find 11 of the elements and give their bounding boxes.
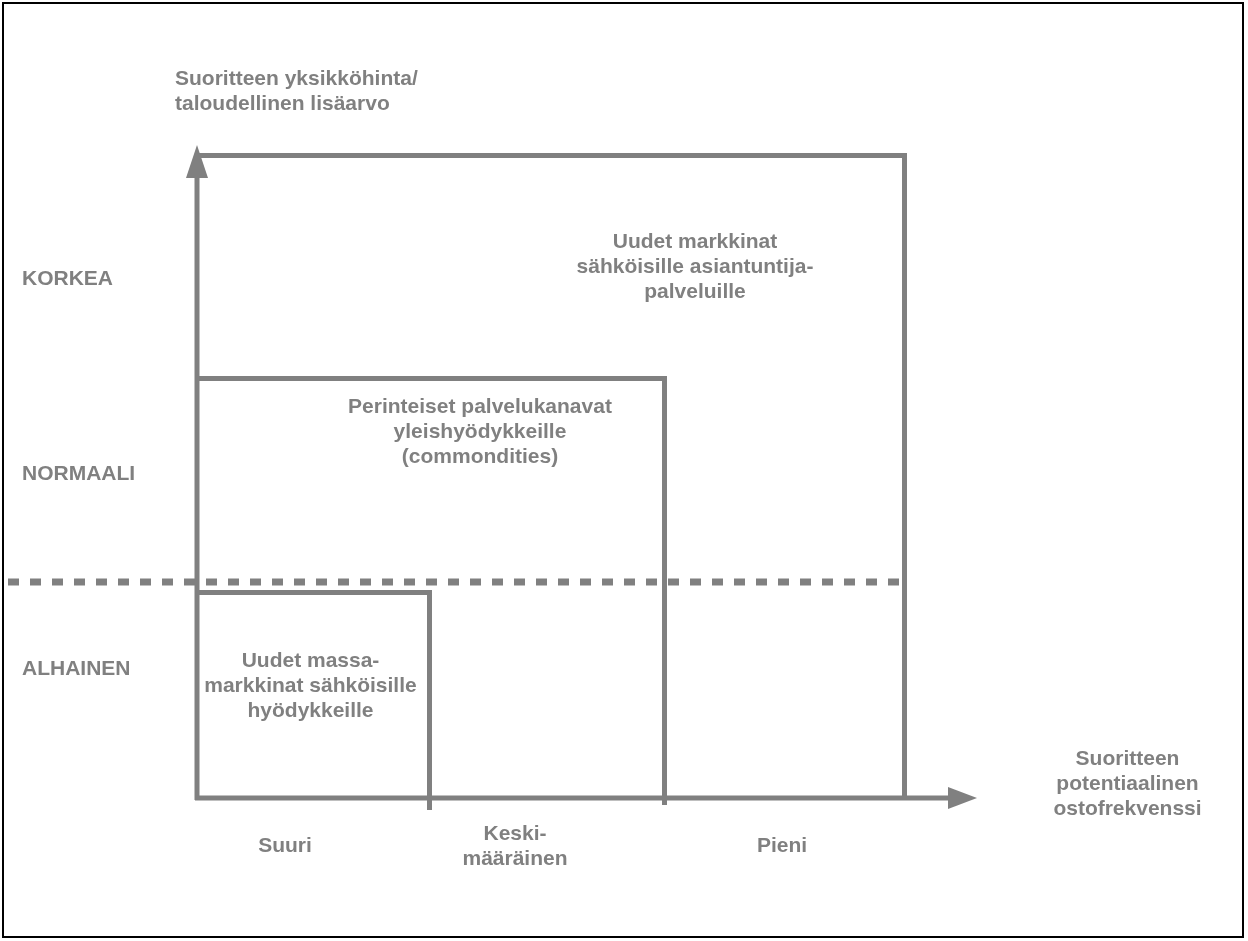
- axis-title: Suoritteen yksikköhinta/ taloudellinen lisäarvo: [175, 65, 419, 115]
- frequency-label: Keski- määräinen: [461, 820, 569, 870]
- region-label: Perinteiset palvelukanavat yleishyödykkeille (commondities): [347, 393, 613, 468]
- frequency-label: Suuri: [257, 832, 313, 857]
- level-label: KORKEA: [22, 265, 114, 290]
- level-label: NORMAALI: [22, 460, 137, 485]
- region-label: Uudet massa- markkinat sähköisille hyödykkeille: [203, 647, 418, 722]
- region-label: Uudet markkinat sähköisille asiantuntija- palveluille: [575, 228, 815, 303]
- frequency-label: Pieni: [755, 832, 809, 857]
- level-label: ALHAINEN: [22, 655, 132, 680]
- axis-title: Suoritteen potentiaalinen ostofrekvenssi: [1052, 745, 1203, 820]
